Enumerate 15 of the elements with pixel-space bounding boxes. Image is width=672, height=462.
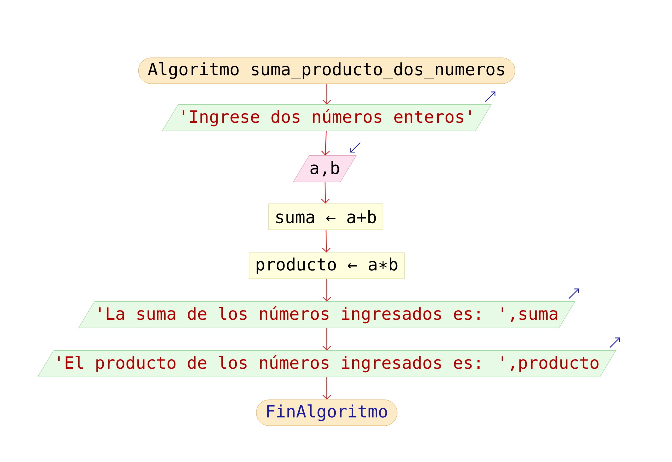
- output-parallelogram: 'La suma de los números ingresados es: ',suma: [78, 302, 576, 328]
- arrow: [321, 182, 330, 204]
- arrow: [322, 84, 332, 105]
- input-parallelogram: a,b: [293, 156, 357, 182]
- arrow: [321, 130, 330, 156]
- terminal-box: Algoritmo suma_producto_dos_numeros: [138, 58, 516, 84]
- arrow: [322, 328, 332, 351]
- output-parallelogram: 'Ingrese dos números enteros': [162, 104, 492, 132]
- process-box: producto ← a∗b: [249, 252, 405, 280]
- terminal-box: FinAlgoritmo: [256, 400, 398, 426]
- process-box: suma ← a+b: [268, 204, 384, 230]
- output-parallelogram: 'El producto de los números ingresados es: ',producto: [38, 350, 616, 378]
- arrow: [322, 278, 332, 302]
- arrow: [322, 230, 332, 253]
- arrow: [322, 376, 332, 400]
